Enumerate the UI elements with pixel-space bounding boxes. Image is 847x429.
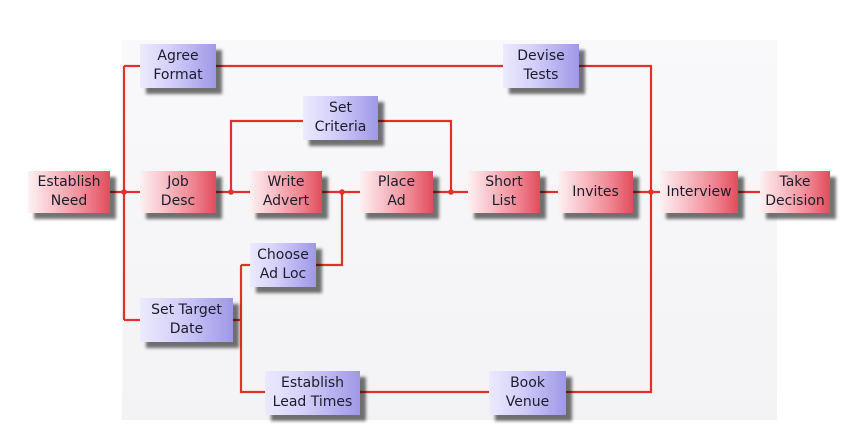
node-interview: Interview <box>660 171 738 213</box>
node-set-target-date: Set Target Date <box>140 298 233 342</box>
connector-top-route <box>216 64 653 192</box>
node-place-ad: Place Ad <box>360 171 433 213</box>
node-establish-need: Establish Need <box>28 171 110 213</box>
junction-dot <box>339 189 345 195</box>
node-agree-format: Agree Format <box>140 44 216 88</box>
node-set-criteria: Set Criteria <box>303 96 378 140</box>
node-establish-lead-times: Establish Lead Times <box>265 371 360 415</box>
connector-criteria-left <box>229 119 303 192</box>
node-choose-ad-loc: Choose Ad Loc <box>250 243 316 287</box>
node-job-desc: Job Desc <box>140 171 216 213</box>
node-devise-tests: Devise Tests <box>503 44 579 88</box>
node-book-venue: Book Venue <box>489 371 566 415</box>
node-invites: Invites <box>558 171 633 213</box>
node-write-advert: Write Advert <box>250 171 322 213</box>
junction-dot <box>448 189 454 195</box>
diagram-background-panel <box>122 40 777 420</box>
connector-choose-ad-loc <box>316 192 344 267</box>
node-short-list: Short List <box>468 171 540 213</box>
connector-criteria-right <box>378 119 453 192</box>
connector-bottom-route <box>566 192 653 394</box>
junction-dot <box>228 189 234 195</box>
junction-dot <box>648 189 654 195</box>
junction-dot <box>121 189 127 195</box>
connector-target-to-lead <box>233 318 265 394</box>
node-take-decision: Take Decision <box>760 171 830 213</box>
